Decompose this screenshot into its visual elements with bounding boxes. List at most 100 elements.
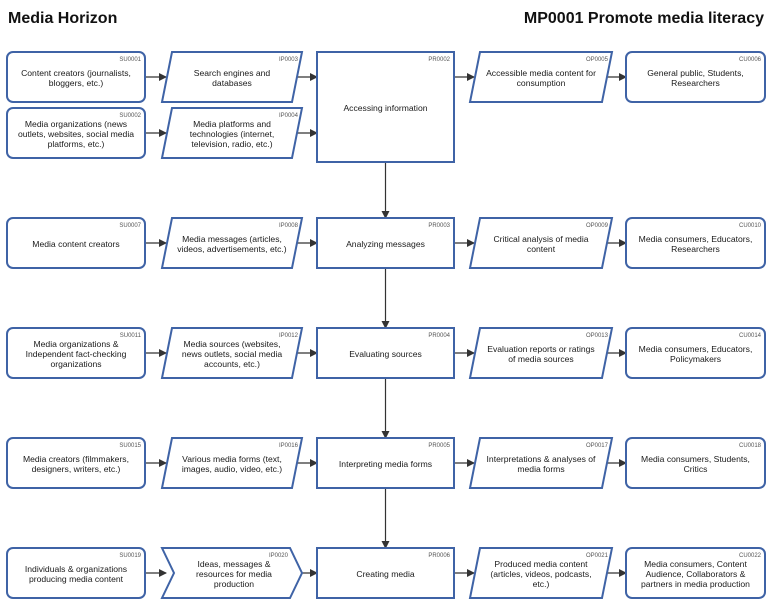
customer-cu0014-label-line: Media consumers, Educators, (639, 344, 753, 354)
input-ip0003-label-line: databases (212, 78, 252, 88)
supplier-su0015-label-line: designers, writers, etc.) (32, 464, 121, 474)
supplier-su0001-code: SU0001 (119, 57, 141, 63)
input-ip0016-shape (160, 437, 304, 489)
process-pr0004-code: PR0004 (428, 333, 450, 339)
supplier-su0011-code: SU0011 (120, 333, 142, 339)
customer-cu0018-code: CU0018 (739, 443, 762, 449)
supplier-su0001-shape (6, 51, 146, 103)
input-ip0020-label-line: production (214, 579, 254, 589)
input-ip0020-label-line: Ideas, messages & (197, 559, 270, 569)
input-ip0004-shape (160, 107, 304, 159)
output-op0013-label-line: Evaluation reports or ratings (487, 344, 594, 354)
customer-cu0022-label-line: partners in media production (641, 579, 750, 589)
output-op0009-shape (468, 217, 614, 269)
process-pr0003-shape (316, 217, 455, 269)
output-op0005-code: OP0005 (586, 57, 609, 63)
output-op0009-label-line: Critical analysis of media (493, 234, 588, 244)
customer-cu0018-shape (625, 437, 766, 489)
process-pr0002-shape (316, 51, 455, 163)
supplier-su0007-label-line: Media content creators (32, 239, 119, 249)
customer-cu0014-label-line: Policymakers (670, 354, 721, 364)
input-ip0012-shape (160, 327, 304, 379)
output-op0017-label-line: Interpretations & analyses of (487, 454, 597, 464)
supplier-su0011-shape (6, 327, 146, 379)
customer-cu0010-label-line: Researchers (671, 244, 720, 254)
output-op0009-label-line: content (527, 244, 556, 254)
output-op0021-code: OP0021 (586, 553, 609, 559)
customer-cu0006-label-line: General public, Students, (647, 68, 744, 78)
supplier-su0019-code: SU0019 (119, 553, 141, 559)
process-pr0005-label-line: Interpreting media forms (339, 459, 432, 469)
input-ip0012-label-line: accounts, etc.) (204, 359, 260, 369)
output-op0021-shape (468, 547, 614, 599)
input-ip0020-label-line: resources for media (196, 569, 272, 579)
output-op0021-label-line: (articles, videos, podcasts, (490, 569, 591, 579)
process-pr0005-shape (316, 437, 455, 489)
customer-cu0018-label-line: Critics (684, 464, 708, 474)
output-op0013-shape (468, 327, 614, 379)
input-ip0020-shape (160, 547, 304, 599)
input-ip0016-label-line: images, audio, video, etc.) (182, 464, 282, 474)
output-op0009-code: OP0009 (586, 223, 609, 229)
supplier-su0011-label-line: Independent fact-checking (26, 349, 127, 359)
supplier-su0002-label-line: platforms, etc.) (48, 139, 105, 149)
process-pr0003-label-line: Analyzing messages (346, 239, 425, 249)
diagram-title-right: MP0001 Promote media literacy (523, 10, 764, 27)
output-op0021-label-line: etc.) (533, 579, 550, 589)
input-ip0008-shape (160, 217, 304, 269)
output-op0017-label-line: media forms (517, 464, 564, 474)
supplier-su0015-label-line: Media creators (filmmakers, (23, 454, 129, 464)
supplier-su0002-label-line: Media organizations (news (25, 119, 127, 129)
supplier-su0011-label-line: organizations (50, 359, 101, 369)
input-ip0008-code: IP0008 (279, 223, 299, 229)
output-op0005-shape (468, 51, 614, 103)
input-ip0012-label-line: Media sources (websites, (184, 339, 281, 349)
supplier-su0015-code: SU0015 (119, 443, 141, 449)
customer-cu0022-label-line: Media consumers, Content (644, 559, 747, 569)
input-ip0012-label-line: news outlets, social media (182, 349, 283, 359)
supplier-su0002-code: SU0002 (119, 113, 141, 119)
diagram-title-left: Media Horizon (8, 10, 118, 27)
process-pr0005-code: PR0005 (428, 443, 450, 449)
process-pr0002-code: PR0002 (428, 57, 450, 63)
customer-cu0010-label-line: Media consumers, Educators, (639, 234, 753, 244)
process-pr0006-label-line: Creating media (356, 569, 414, 579)
output-op0017-code: OP0017 (586, 443, 609, 449)
supplier-su0019-label-line: Individuals & organizations (25, 564, 127, 574)
process-pr0004-label-line: Evaluating sources (349, 349, 422, 359)
output-op0013-label-line: of media sources (508, 354, 573, 364)
input-ip0004-label-line: Media platforms and (193, 119, 271, 129)
input-ip0020-code: IP0020 (269, 553, 289, 559)
customer-cu0018-label-line: Media consumers, Students, (641, 454, 750, 464)
input-ip0012-code: IP0012 (279, 333, 299, 339)
input-ip0008-label-line: Media messages (articles, (182, 234, 282, 244)
customer-cu0022-code: CU0022 (739, 553, 762, 559)
supplier-su0019-shape (6, 547, 146, 599)
supplier-su0007-shape (6, 217, 146, 269)
supplier-su0001-label-line: bloggers, etc.) (49, 78, 104, 88)
supplier-su0002-label-line: outlets, websites, social media (18, 129, 134, 139)
input-ip0016-code: IP0016 (279, 443, 299, 449)
output-op0017-shape (468, 437, 614, 489)
process-pr0006-code: PR0006 (428, 553, 450, 559)
